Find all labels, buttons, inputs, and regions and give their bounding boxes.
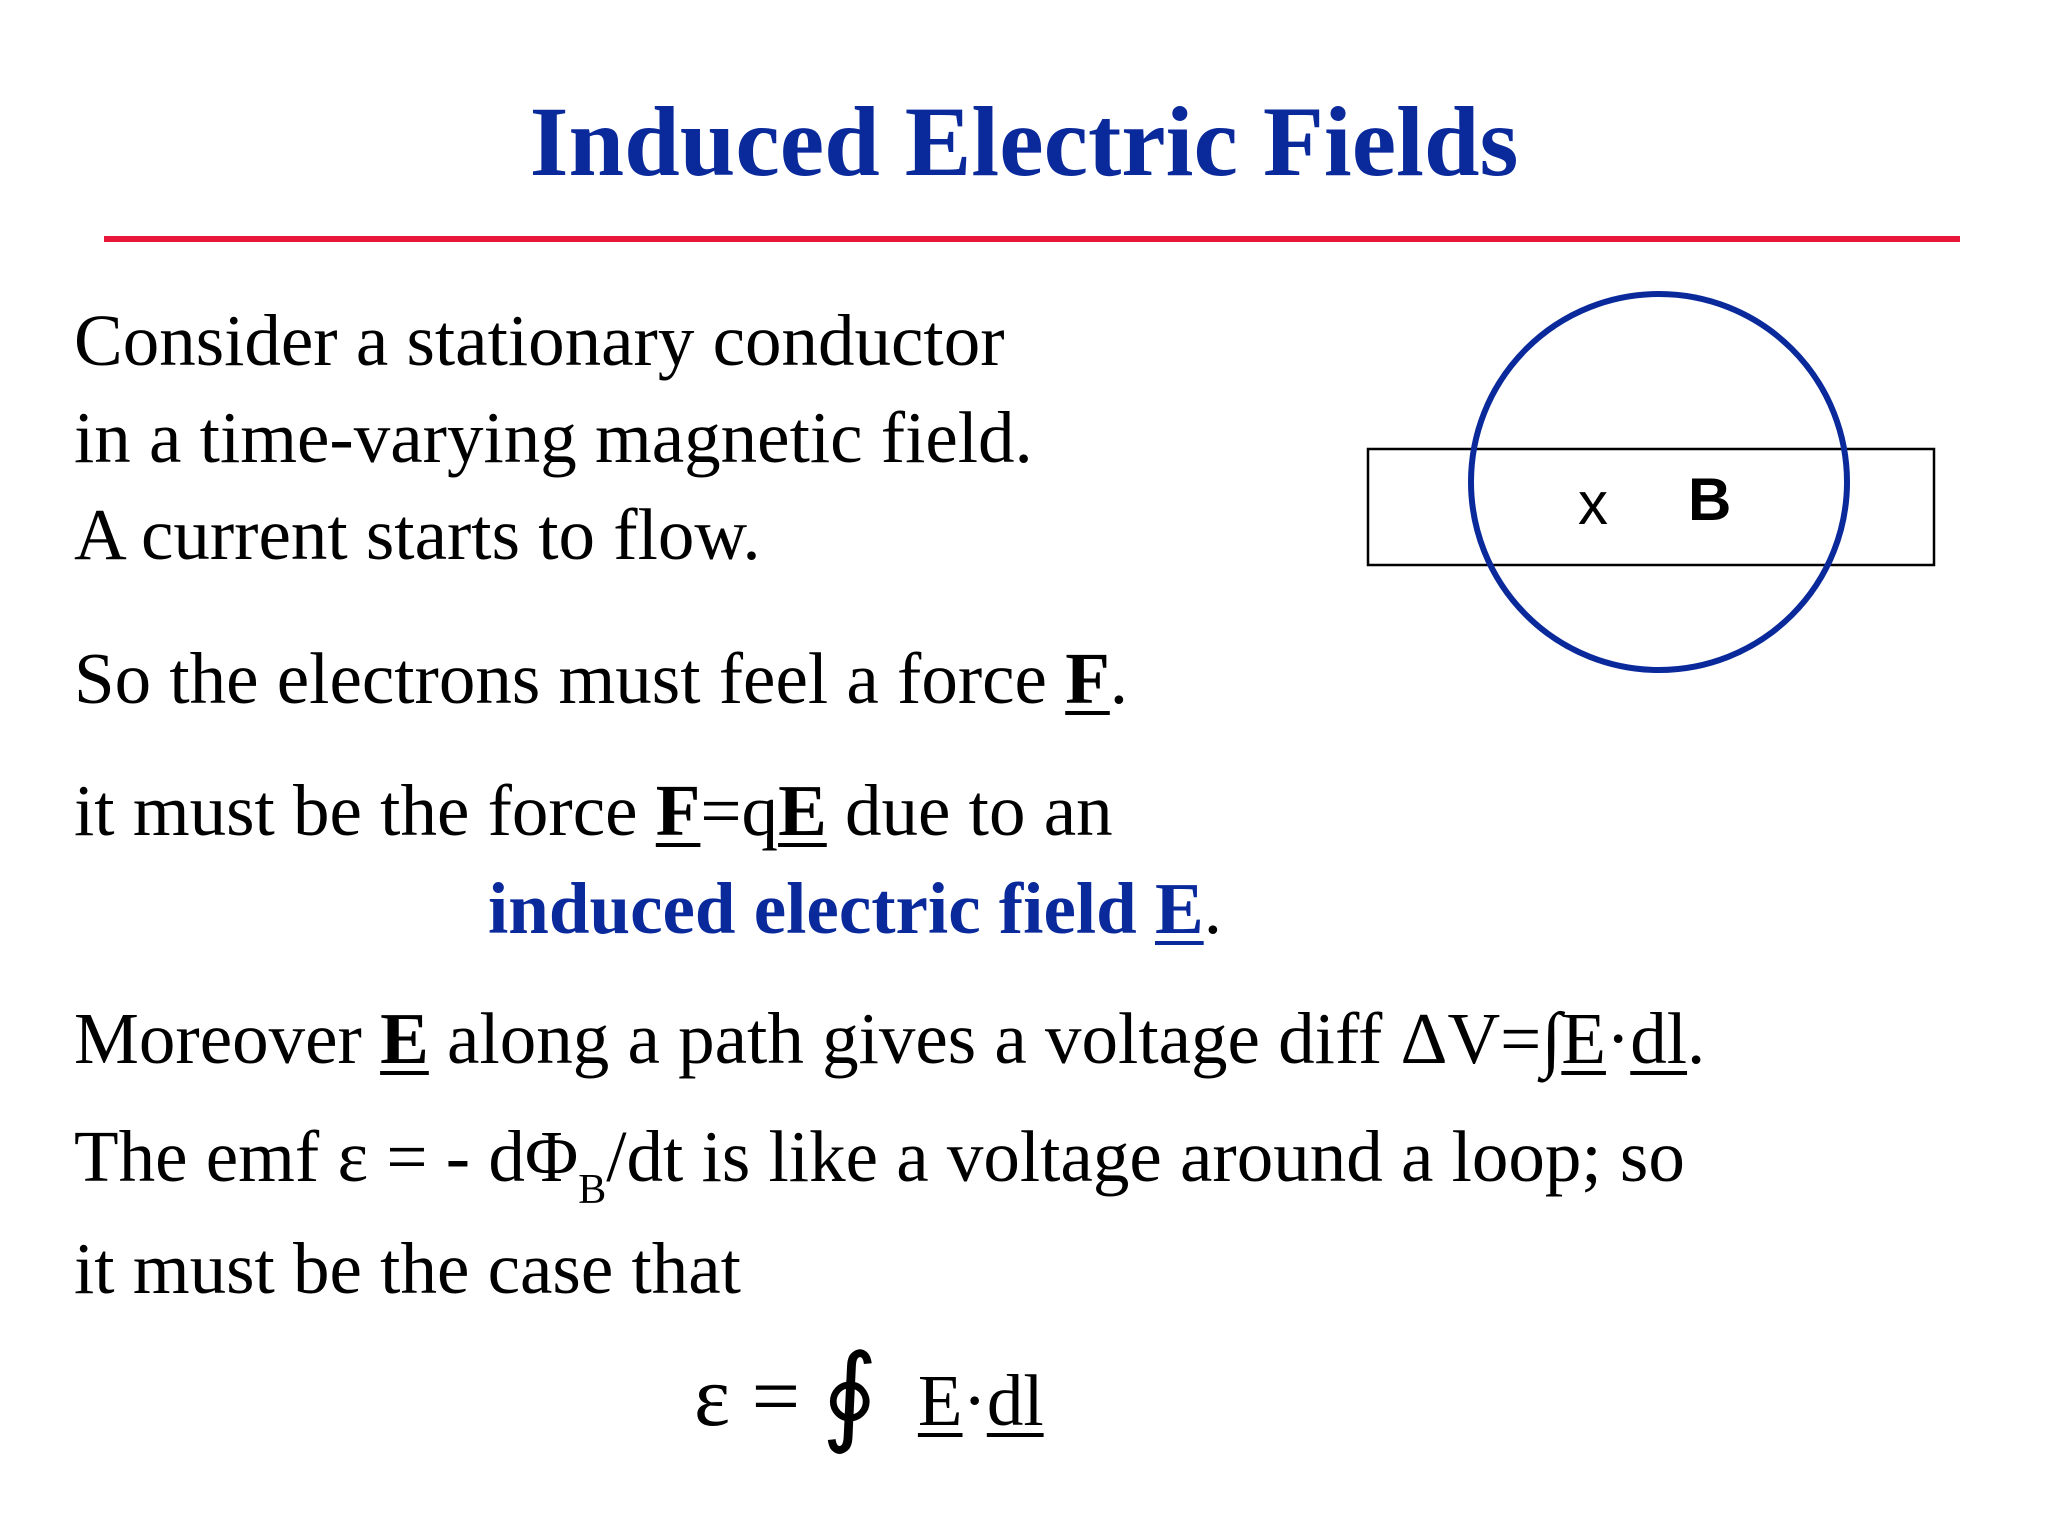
formula-E-symbol: E	[917, 1360, 963, 1441]
force-line: So the electrons must feel a force F.	[74, 634, 1128, 724]
moreover-period: .	[1687, 998, 1706, 1079]
fqe-text-1: it must be the force	[74, 770, 656, 851]
intro-line-1: Consider a stationary conductor	[74, 300, 1005, 381]
force-symbol: F	[1065, 638, 1110, 719]
moreover-dot: ·	[1605, 998, 1631, 1079]
fqe-text-2: due to an	[826, 770, 1113, 851]
fqe-line: it must be the force F=qE due to an	[74, 766, 1113, 856]
formula-lhs: ε =	[694, 1348, 822, 1444]
induced-E-symbol: E	[1154, 868, 1204, 949]
into-page-x-mark: x	[1578, 470, 1608, 537]
moreover-text-2: along a path gives a voltage diff ΔV=∫	[428, 998, 1562, 1079]
intro-line-3: A current starts to flow.	[74, 494, 761, 575]
induced-field-text: induced electric field	[488, 868, 1155, 949]
formula-E: E·dl	[918, 1360, 1044, 1441]
fqe-equals: =q	[700, 770, 779, 851]
contour-integral-symbol: ∮	[821, 1336, 878, 1455]
moreover-E-symbol: E	[380, 998, 429, 1079]
diagram-svg	[1366, 291, 1936, 673]
emf-line: The emf ε = - dΦB/dt is like a voltage a…	[74, 1112, 1685, 1211]
moreover-line: Moreover E along a path gives a voltage …	[74, 994, 1705, 1084]
moreover-E2-symbol: E	[1561, 998, 1606, 1079]
emf-text-2: /dt is like a voltage around a loop; so	[606, 1116, 1685, 1197]
force-period: .	[1109, 638, 1129, 719]
fqe-E-symbol: E	[778, 770, 827, 851]
force-text: So the electrons must feel a force	[74, 638, 1066, 719]
intro-line-2: in a time-varying magnetic field.	[74, 397, 1033, 478]
fqe-F-symbol: F	[655, 770, 701, 851]
moreover-dl: dl	[1630, 998, 1688, 1079]
induced-field-line: induced electric field E.	[488, 864, 1222, 954]
induced-period: .	[1203, 868, 1222, 949]
emf-subscript: B	[578, 1167, 607, 1213]
conductor-rectangle	[1366, 447, 1936, 567]
formula-dot: ·	[962, 1360, 987, 1441]
case-line: it must be the case that	[74, 1228, 741, 1309]
emf-text-1: The emf ε = - dΦ	[74, 1116, 579, 1197]
formula-dl: dl	[986, 1360, 1044, 1441]
conductor-field-diagram: x B	[1360, 285, 1940, 685]
slide-title: Induced Electric Fields	[529, 86, 1519, 197]
title-divider	[104, 236, 1960, 242]
faraday-formula: ε = ∮E·dl	[694, 1340, 1044, 1451]
field-region-circle	[1468, 291, 1850, 673]
moreover-text-1: Moreover	[74, 998, 381, 1079]
magnetic-field-B-label: B	[1688, 466, 1732, 533]
